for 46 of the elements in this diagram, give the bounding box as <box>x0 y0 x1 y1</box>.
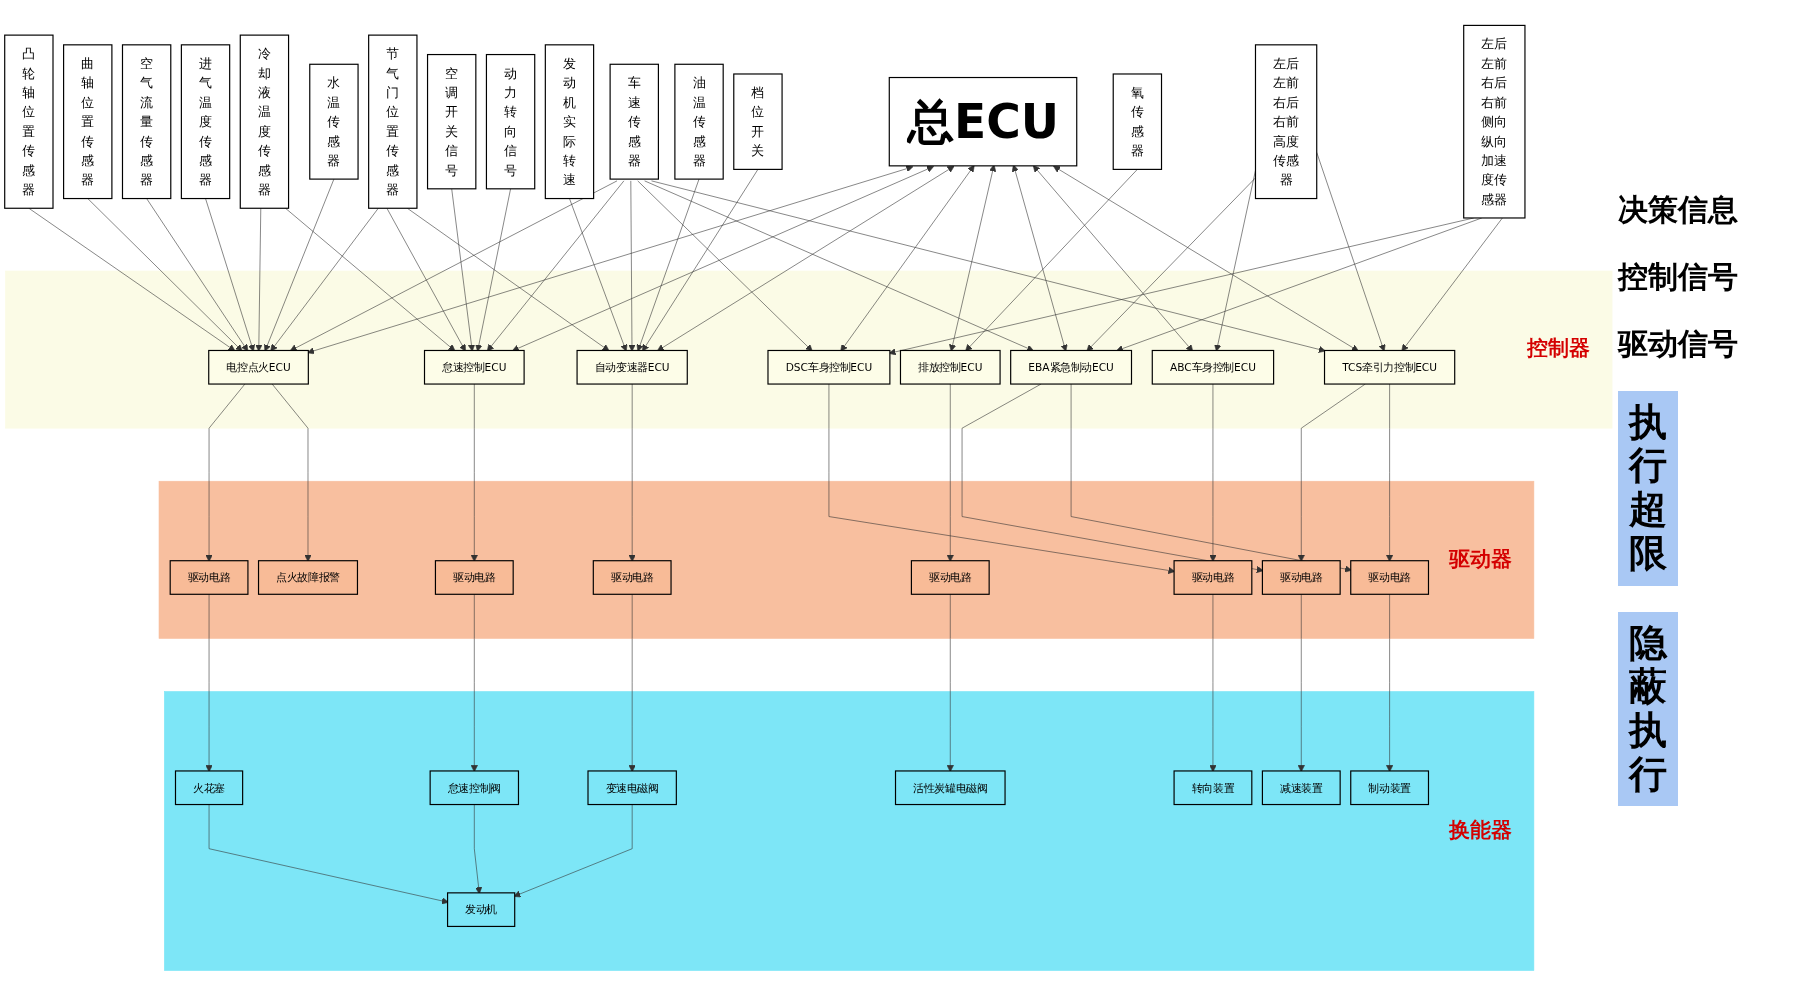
node-box: 怠速控制阀 <box>429 770 520 806</box>
node-box: 制动装置 <box>1350 770 1430 806</box>
node-box: 减速装置 <box>1261 770 1341 806</box>
node-box: 驱动电路 <box>169 560 249 595</box>
node-box: 驱动电路 <box>592 560 672 595</box>
node-box: DSC车身控制ECU <box>767 349 891 385</box>
node-box: 曲轴位置传感器 <box>63 44 113 200</box>
node-box: ABC车身控制ECU <box>1151 349 1275 385</box>
node-box: 左后左前右后右前高度传感器 <box>1254 44 1318 200</box>
node-box: 发动机 <box>447 892 516 927</box>
node-box: 驱动电路 <box>1173 560 1253 595</box>
node-box: 变速电磁阀 <box>587 770 677 806</box>
node-box: 驱动电路 <box>910 560 990 595</box>
node-box: 转向装置 <box>1173 770 1253 806</box>
signal-label: 决策信息 <box>1618 190 1739 229</box>
node-box: 油温传感器 <box>674 63 724 180</box>
node-box: 凸轮轴位置传感器 <box>4 34 54 209</box>
node-box: 空调开关信号 <box>426 53 477 190</box>
node-box: 怠速控制ECU <box>423 349 525 385</box>
node-box: 发动机实际转速 <box>544 44 595 200</box>
bracket-label: 执行超限 <box>1618 390 1678 586</box>
node-box: 冷却液温度传感器 <box>239 34 290 209</box>
node-box: 氧传感器 <box>1112 73 1163 170</box>
node-box: 空气流量传感器 <box>121 44 172 200</box>
signal-label: 驱动信号 <box>1618 324 1739 363</box>
node-box: 车速传感器 <box>609 63 659 180</box>
node-box: EBA紧急制动ECU <box>1010 349 1133 385</box>
node-box: 电控点火ECU <box>208 349 309 385</box>
node-box: 点火故障报警 <box>257 560 359 595</box>
node-box: 档位开关 <box>733 73 783 170</box>
node-box: 驱动电路 <box>434 560 514 595</box>
node-box: 驱动电路 <box>1261 560 1341 595</box>
node-box: 总ECU <box>888 76 1078 167</box>
node-box: TCS牵引力控制ECU <box>1323 349 1456 385</box>
node-box: 活性炭罐电磁阀 <box>894 770 1006 806</box>
node-box: 动力转向信号 <box>485 53 536 190</box>
node-box: 节气门位置传感器 <box>368 34 418 209</box>
bracket-label: 隐蔽执行 <box>1618 611 1678 807</box>
node-box: 进气温度传感器 <box>180 44 231 200</box>
node-box: 火花塞 <box>174 770 244 806</box>
node-box: 排放控制ECU <box>899 349 1001 385</box>
node-box: 驱动电路 <box>1350 560 1430 595</box>
node-box: 水温传感器 <box>309 63 359 180</box>
signal-label: 控制信号 <box>1618 257 1739 296</box>
node-box: 自动变速器ECU <box>576 349 688 385</box>
node-box: 左后左前右后右前侧向纵向加速度传感器 <box>1463 24 1526 219</box>
